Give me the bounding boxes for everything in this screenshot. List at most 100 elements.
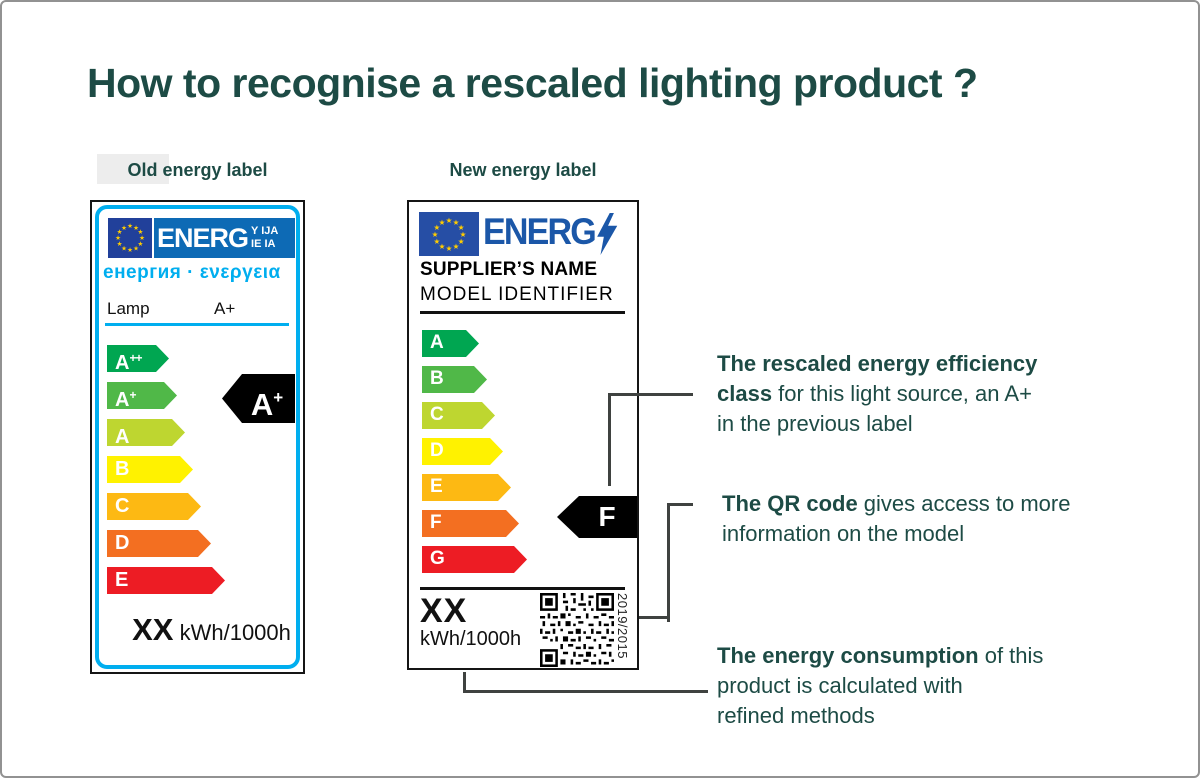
scale-arrow-e: E — [107, 567, 225, 594]
old-label-frame — [95, 205, 300, 669]
annotation-line: information on the model — [722, 519, 1070, 549]
svg-text:★: ★ — [139, 234, 145, 242]
scale-arrow-d: D — [107, 530, 211, 557]
annotation-bold: The rescaled energy efficiency — [717, 351, 1038, 376]
scale-arrow-c: C — [107, 493, 201, 520]
class-indicator-arrow-f: F — [557, 496, 637, 538]
scale-letter: B — [430, 368, 444, 389]
svg-text:★: ★ — [453, 218, 460, 227]
scale-arrow-a-plus: A+ — [107, 382, 177, 409]
energ-language-suffix: Y IJA IE IA — [251, 225, 278, 250]
new-energy-label: ★★★ ★★★ ★★★ ★★★ ENERG SUPPLIER’S NAME MO… — [407, 200, 639, 670]
annotation-line: class for this light source, an A+ — [717, 379, 1037, 409]
consumption-value: XX — [132, 612, 174, 647]
svg-text:★: ★ — [432, 230, 439, 239]
svg-text:★: ★ — [137, 228, 143, 236]
scale-arrow-c: C — [422, 402, 495, 429]
annotation-text: in the previous label — [717, 411, 913, 436]
consumption-unit: kWh/1000h — [420, 628, 522, 650]
multilingual-energy-text: енергия · ενεργεια — [103, 262, 281, 283]
scale-sup: ++ — [129, 351, 142, 365]
annotation-line: The rescaled energy efficiency — [717, 349, 1037, 379]
qr-code — [540, 593, 614, 667]
scale-arrow-a: A — [107, 419, 185, 446]
scale-letter: A — [115, 389, 130, 411]
svg-text:★: ★ — [446, 244, 453, 253]
svg-text:★: ★ — [453, 242, 460, 251]
scale-letter: G — [430, 548, 445, 569]
svg-text:★: ★ — [439, 218, 446, 227]
consumption-value: XX — [420, 592, 468, 630]
product-type: Lamp — [107, 299, 150, 318]
svg-text:★: ★ — [117, 228, 123, 236]
annotation-text: information on the model — [722, 521, 965, 546]
annotation-bold: class — [717, 381, 773, 406]
annotation-rescaled-class: The rescaled energy efficiency class for… — [717, 349, 1037, 439]
svg-text:★: ★ — [434, 223, 441, 232]
energ-wordmark: ENERG — [157, 222, 249, 253]
svg-text:★: ★ — [117, 240, 123, 248]
scale-letter: A — [430, 332, 444, 353]
scale-letter: D — [115, 532, 130, 554]
annotation-energy-consumption: The energy consumption of this product i… — [717, 641, 1043, 731]
svg-text:★: ★ — [133, 224, 139, 232]
old-energy-label: ★★★ ★★★ ★★★ ★★★ ENERG Y IJA IE IA енерги… — [90, 200, 305, 674]
new-label-heading: New energy label — [449, 160, 597, 180]
svg-text:★: ★ — [137, 240, 143, 248]
svg-text:★: ★ — [127, 246, 133, 254]
indicator-sup: + — [273, 388, 283, 407]
divider-rule — [420, 311, 625, 314]
svg-text:★: ★ — [460, 230, 467, 239]
energ-header-panel: ENERG Y IJA IE IA — [154, 218, 295, 258]
annotation-line: in the previous label — [717, 409, 1037, 439]
scale-arrow-a: A — [422, 330, 479, 357]
scale-letter: F — [430, 512, 442, 533]
svg-text:★: ★ — [434, 237, 441, 246]
scale-arrow-e: E — [422, 474, 511, 501]
page-title: How to recognise a rescaled lighting pro… — [87, 60, 978, 106]
lightning-bolt-icon — [596, 213, 617, 255]
scale-letter: A — [115, 426, 130, 448]
regulation-number: 2019/2015 — [615, 593, 630, 659]
scale-letter: E — [430, 476, 443, 497]
scale-arrow-d: D — [422, 438, 503, 465]
consumption-unit: kWh/1000h — [179, 620, 291, 645]
eu-flag-icon: ★★★ ★★★ ★★★ ★★★ — [419, 212, 479, 256]
suffix-line-1: Y IJA — [251, 225, 279, 238]
annotation-line: refined methods — [717, 701, 1043, 731]
energ-text: ENERG — [483, 211, 597, 252]
energy-consumption-old: XX kWh/1000h — [92, 612, 303, 648]
scale-letter: C — [115, 495, 130, 517]
annotation-line: The energy consumption of this — [717, 641, 1043, 671]
scale-letter: A — [115, 352, 130, 374]
scale-letter: E — [115, 569, 129, 591]
scale-letter: D — [430, 440, 444, 461]
indicator-letter: A — [250, 387, 274, 422]
svg-text:★: ★ — [439, 242, 446, 251]
annotation-qr-code: The QR code gives access to more informa… — [722, 489, 1070, 549]
svg-text:★: ★ — [458, 237, 465, 246]
scale-arrow-b: B — [422, 366, 487, 393]
svg-text:★: ★ — [458, 223, 465, 232]
annotation-bold: The energy consumption — [717, 643, 979, 668]
annotation-line: product is calculated with — [717, 671, 1043, 701]
svg-text:★: ★ — [121, 224, 127, 232]
scale-arrow-g: G — [422, 546, 527, 573]
annotation-text: for this light source, an A+ — [772, 381, 1032, 406]
model-identifier: MODEL IDENTIFIER — [420, 284, 614, 305]
svg-text:★: ★ — [127, 222, 133, 230]
annotation-text: product is calculated with — [717, 673, 963, 698]
scale-arrow-b: B — [107, 456, 193, 483]
old-efficiency-scale: A++ A+ A B C D E — [107, 345, 225, 604]
old-label-heading: Old energy label — [127, 160, 268, 180]
scale-letter: B — [115, 458, 130, 480]
supplier-name: SUPPLIER’S NAME — [420, 259, 598, 280]
declared-class-value: A+ — [214, 299, 236, 318]
scale-letter: C — [430, 404, 444, 425]
scale-arrow-a-plus-plus: A++ — [107, 345, 169, 372]
annotation-text: gives access to more — [857, 491, 1071, 516]
divider-rule — [105, 323, 289, 326]
energ-wordmark: ENERG — [483, 211, 617, 255]
callout-line-consumption — [463, 672, 708, 693]
